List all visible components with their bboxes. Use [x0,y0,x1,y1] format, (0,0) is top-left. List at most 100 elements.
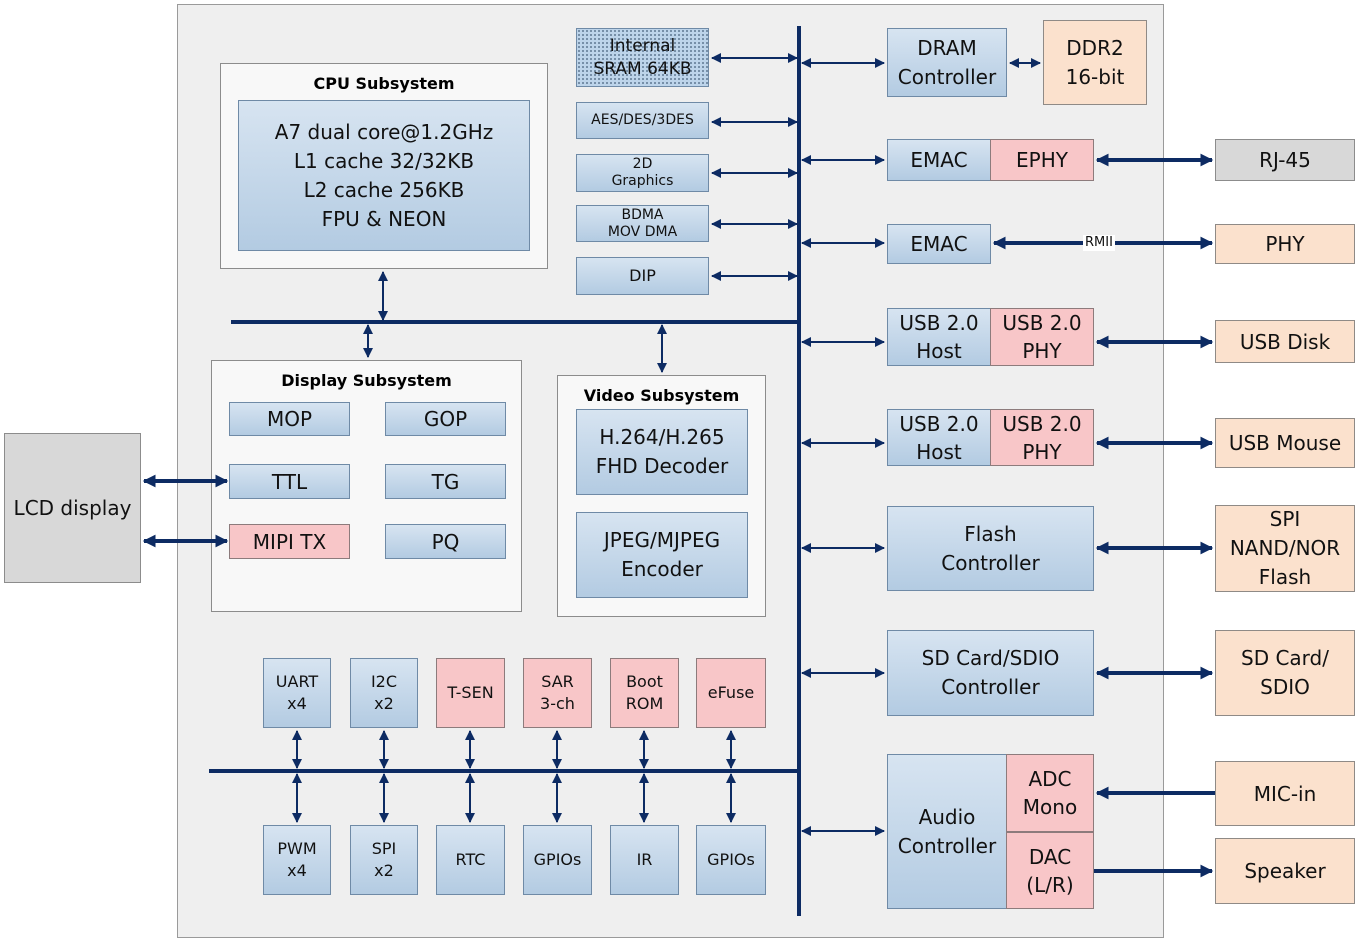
spi-block: SPI x2 [350,825,418,895]
sram-line: Internal [609,35,676,56]
flash-line: SPI [1269,507,1301,531]
gpio-label: GPIOs [707,849,755,869]
encoder-line: Encoder [621,557,703,581]
cpu-core-block: A7 dual core@1.2GHz L1 cache 32/32KB L2 … [238,100,530,251]
tsen-block: T-SEN [436,658,505,728]
graphics-line: Graphics [611,173,674,189]
mop-label: MOP [266,407,313,431]
sd-ctrl-line: SD Card/SDIO [921,646,1060,670]
tg-block: TG [385,464,506,499]
ttl-block: TTL [229,464,350,499]
speaker-block: Speaker [1215,838,1355,904]
internal-sram-block: Internal SRAM 64KB [576,28,709,87]
rtc-label: RTC [455,849,486,869]
phy-block: PHY [1215,224,1355,264]
usb-phy-line: PHY [1022,439,1062,464]
rmii-label: RMII [1083,235,1115,251]
graphics-line: 2D [632,156,653,173]
sram-line: SRAM 64KB [593,58,692,79]
video-encoder-block: JPEG/MJPEG Encoder [576,512,748,598]
usb-host-line: Host [916,439,962,464]
gop-block: GOP [385,402,506,436]
audio-line: Audio [918,804,976,829]
pwm-line: x4 [287,861,307,880]
efuse-block: eFuse [696,658,766,728]
cpu-line: L1 cache 32/32KB [293,148,475,173]
video-subsystem-title: Video Subsystem [583,386,740,405]
ir-label: IR [636,849,653,869]
usb-mouse-label: USB Mouse [1228,431,1342,455]
spi-line: x2 [374,861,394,880]
uart-line: x4 [287,694,307,713]
decoder-line: FHD Decoder [595,454,729,478]
ddr2-line: 16-bit [1065,64,1125,89]
dram-line: DRAM [917,35,977,60]
cpu-line: FPU & NEON [321,206,447,231]
dac-line: (L/R) [1026,872,1074,897]
bdma-line: MOV DMA [607,223,678,240]
mipi-label: MIPI TX [252,529,327,554]
uart-line: UART [275,672,319,692]
usb-phy-line: USB 2.0 [1002,311,1082,335]
dram-controller-block: DRAM Controller [887,28,1007,97]
gpio-block-2: GPIOs [696,825,766,895]
flash-line: NAND/NOR [1229,536,1341,560]
tsen-label: T-SEN [447,682,494,702]
display-subsystem-title: Display Subsystem [281,371,452,390]
lcd-display-block: LCD display [4,433,141,583]
efuse-label: eFuse [707,682,755,702]
dip-label: DIP [629,265,656,285]
aes-label: AES/DES/3DES [591,112,694,129]
mic-label: MIC-in [1253,781,1317,806]
pq-label: PQ [431,529,460,554]
adc-line: ADC [1028,767,1072,791]
rj45-block: RJ-45 [1215,139,1355,181]
video-decoder-block: H.264/H.265 FHD Decoder [576,409,748,495]
bdma-line: BDMA [621,206,664,223]
2d-graphics-block: 2D Graphics [576,154,709,192]
bdma-block: BDMA MOV DMA [576,205,709,242]
spi-line: SPI [371,839,397,859]
dip-block: DIP [576,257,709,295]
adc-block: ADC Mono [1006,754,1094,832]
decoder-line: H.264/H.265 [599,425,725,449]
cpu-line: L2 cache 256KB [303,177,465,202]
adc-line: Mono [1022,795,1078,819]
gpio-label: GPIOs [533,849,582,869]
tg-label: TG [431,469,460,494]
pwm-block: PWM x4 [263,825,331,895]
emac-label: EMAC [910,148,968,172]
ir-block: IR [610,825,679,895]
pq-block: PQ [385,524,506,559]
emac-block-1: EMAC [887,139,991,181]
flash-ctrl-line: Controller [941,550,1040,575]
sd-line: SD Card/ [1241,646,1329,670]
rj45-label: RJ-45 [1259,148,1311,172]
flash-line: Flash [1258,565,1312,589]
usb-disk-block: USB Disk [1215,320,1355,363]
dac-block: DAC(L/R) [1006,832,1094,909]
sd-line: SDIO [1260,675,1310,699]
lcd-label: LCD display [13,496,132,520]
dram-line: Controller [897,64,997,89]
sd-card-block: SD Card/SDIO [1215,630,1355,716]
encoder-line: JPEG/MJPEG [603,528,721,552]
usb-phy-line: USB 2.0 [1002,411,1082,436]
ephy-block: EPHY [990,139,1094,181]
emac-block-2: EMAC [887,224,991,264]
usb-mouse-block: USB Mouse [1215,418,1355,468]
mipi-tx-block: MIPI TX [229,524,350,559]
pwm-line: PWM [277,839,317,859]
usb-phy-line: PHY [1022,339,1062,363]
boot-line: Boot [626,672,663,692]
